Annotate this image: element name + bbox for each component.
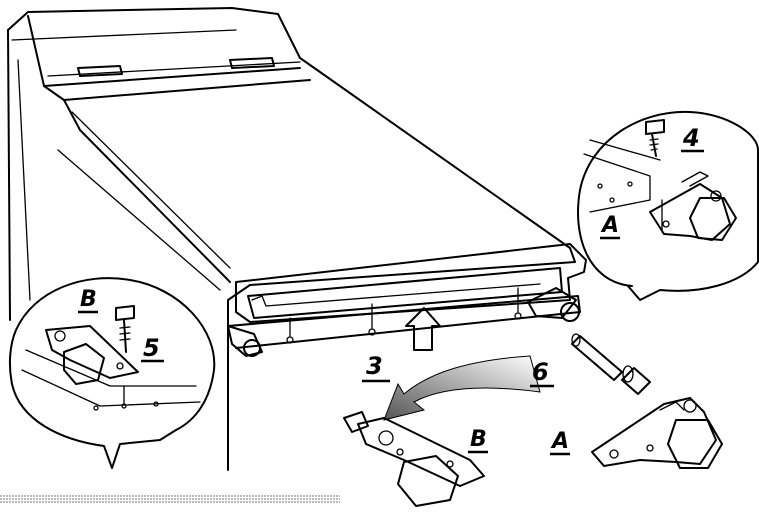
screw-icon [645, 119, 665, 157]
hinge-a-loose-label: A [550, 429, 569, 454]
step-3-label: 3 [366, 352, 383, 380]
step-4-label: 4 [682, 124, 700, 152]
detail-view-a [577, 110, 759, 301]
curved-arrow-icon [383, 355, 541, 421]
hinge-b-loose-label: B [470, 427, 487, 452]
hinge-b-icon [45, 325, 139, 385]
bushing-icon [621, 365, 651, 395]
pin-icon [571, 333, 623, 381]
hinge-b-icon [343, 411, 485, 507]
step-6-label: 6 [532, 358, 549, 386]
step-5-label: 5 [143, 334, 160, 362]
halftone-band [0, 494, 340, 504]
cabinet [7, 7, 587, 471]
hinge-b-detail-label: B [80, 287, 97, 312]
hinge-a-icon [591, 397, 723, 469]
hinge-a-detail-label: A [600, 213, 619, 238]
detail-view-b [8, 277, 216, 469]
hinge-a-icon [649, 171, 737, 241]
screw-icon [115, 305, 135, 353]
up-arrow-icon [405, 307, 441, 351]
